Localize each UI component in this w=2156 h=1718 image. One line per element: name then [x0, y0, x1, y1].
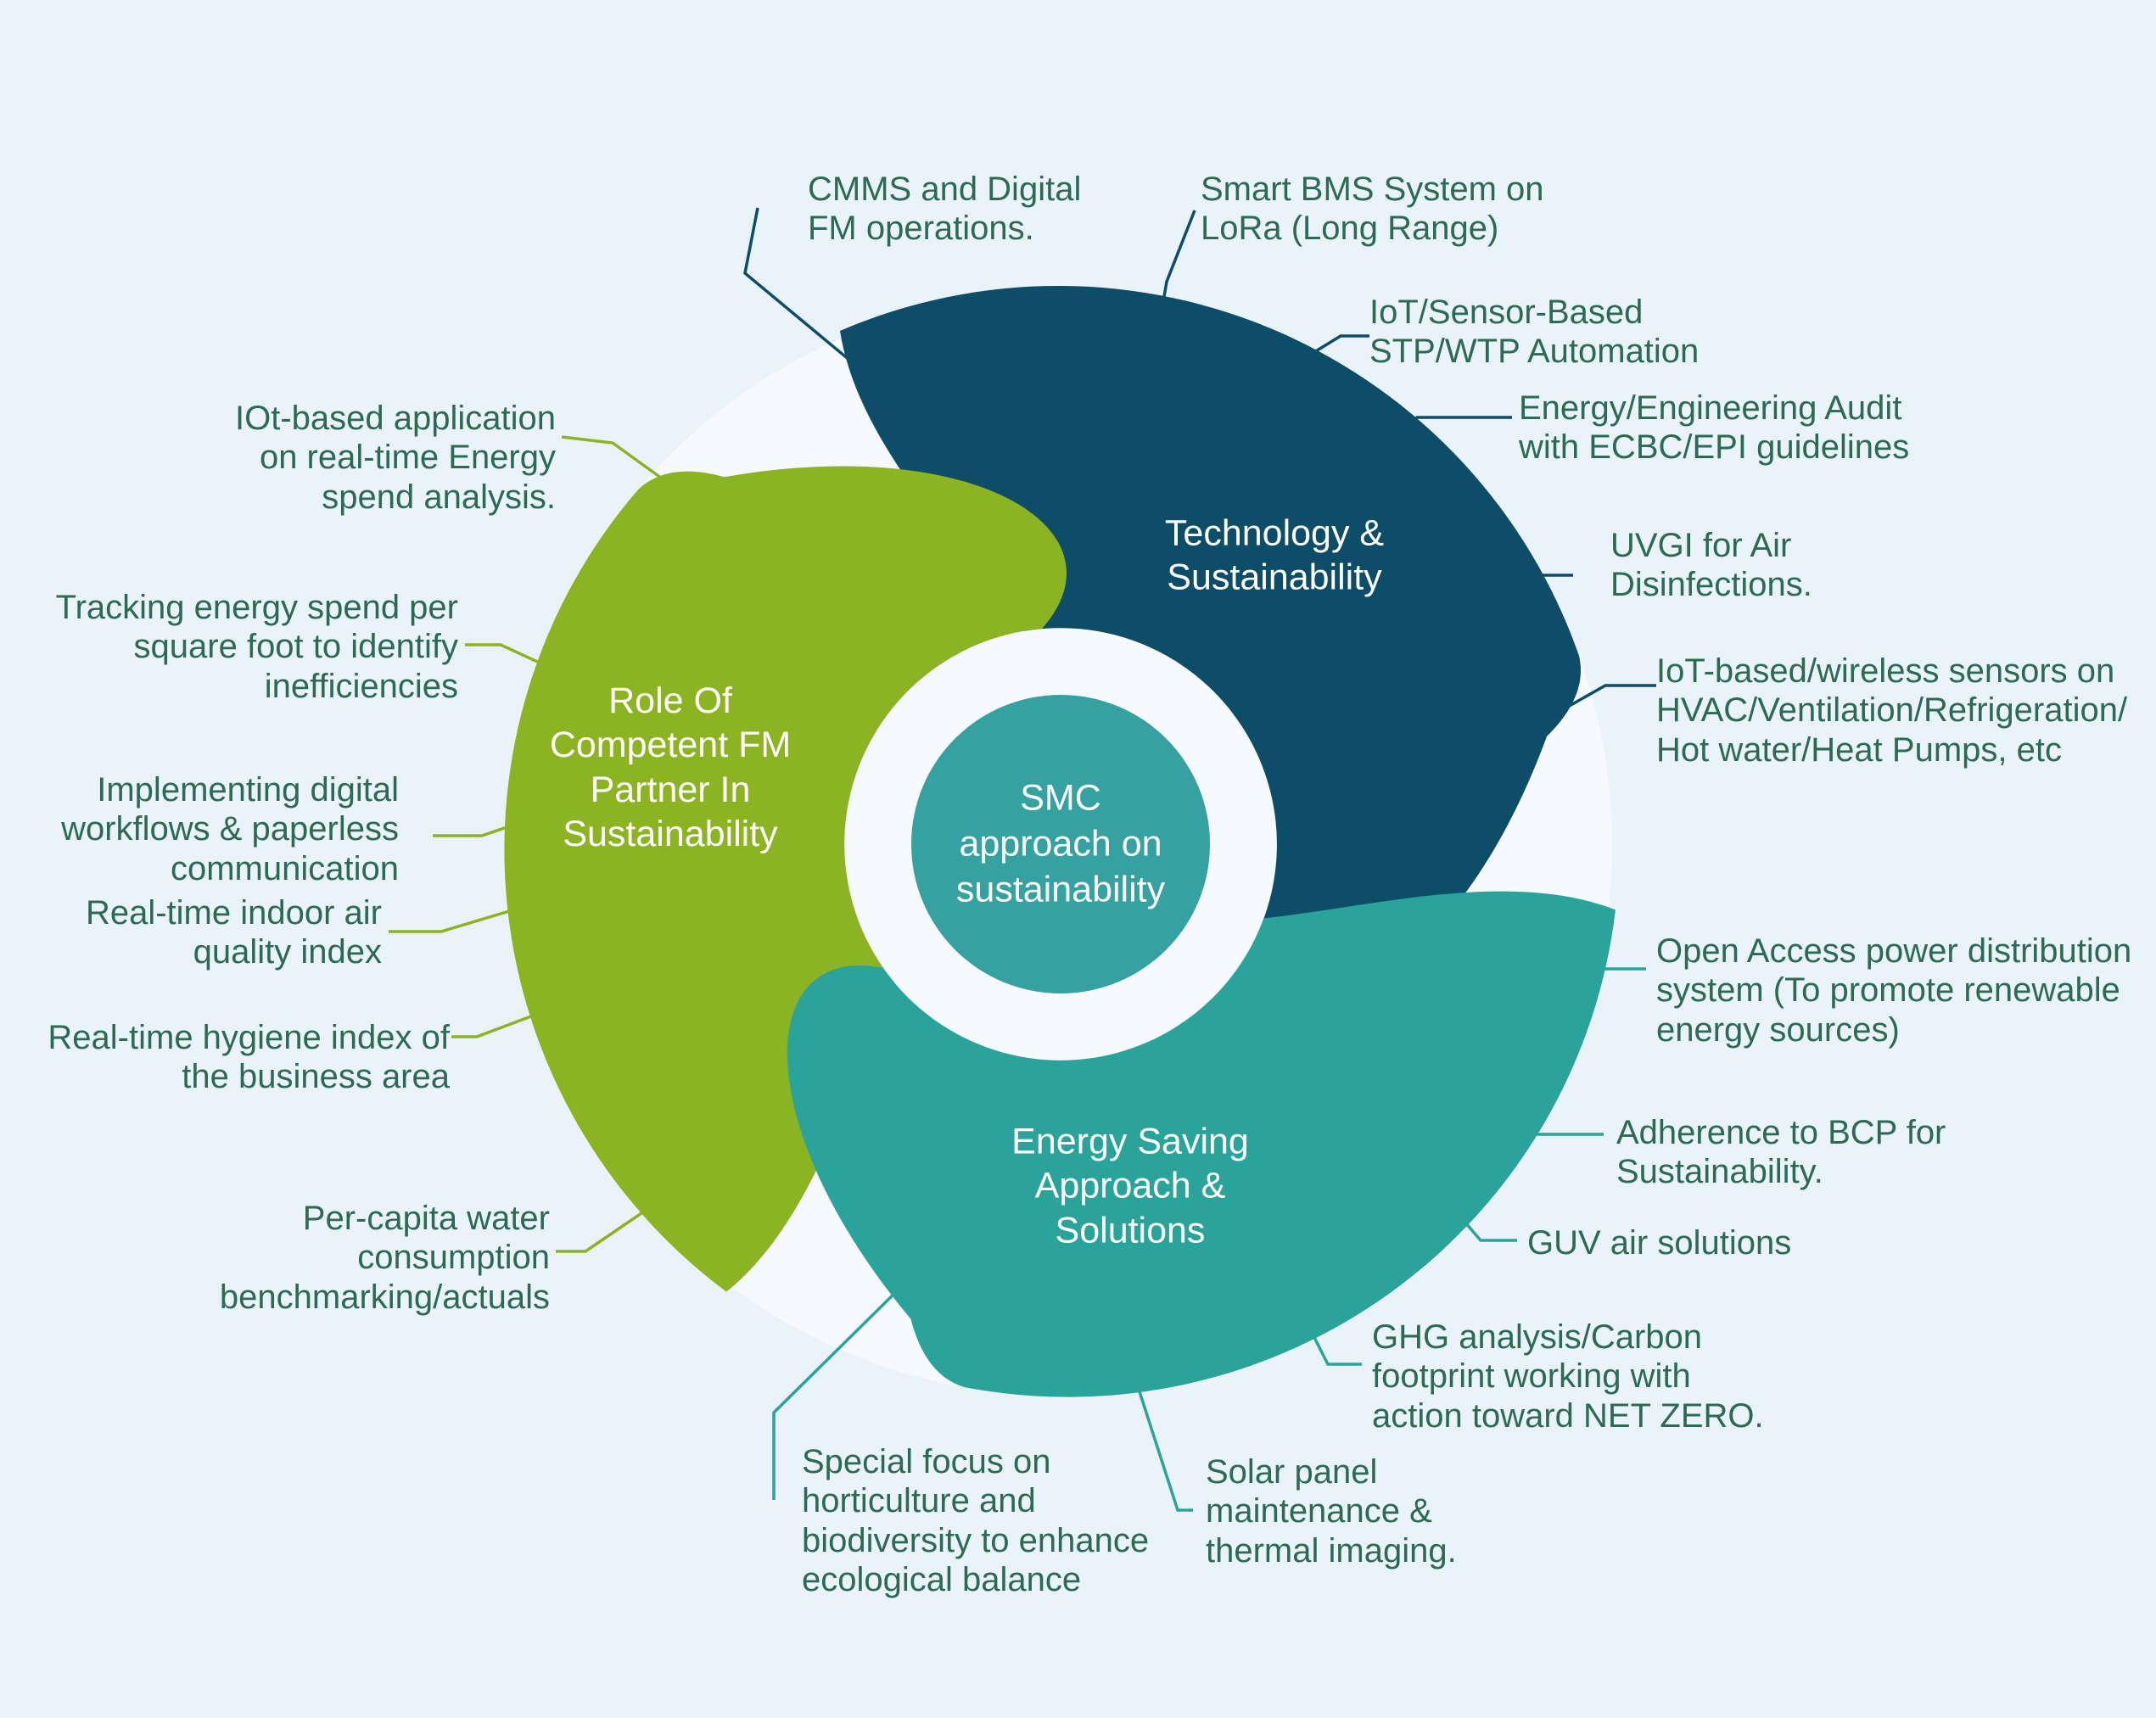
segment-title-energy-saving: Energy Saving Approach & Solutions	[1011, 1121, 1249, 1251]
label-solar: Solar panel maintenance & thermal imagin…	[1206, 1453, 1457, 1570]
label-tracking: Tracking energy spend per square foot to…	[55, 589, 458, 705]
leader-solar	[1127, 1357, 1193, 1512]
label-audit: Energy/Engineering Audit with ECBC/EPI g…	[1519, 389, 1910, 467]
segment-title-technology: Technology & Sustainability	[1164, 512, 1385, 598]
label-guv: GUV air solutions	[1527, 1224, 1792, 1262]
label-workflows: Implementing digital workflows & paperle…	[61, 771, 399, 887]
label-uvgi: UVGI for Air Disinfections.	[1610, 527, 1812, 604]
label-horticulture: Special focus on horticulture and biodiv…	[802, 1443, 1150, 1599]
label-stp-wtp: IoT/Sensor-Based STP/WTP Automation	[1369, 294, 1700, 371]
center-hub-circle	[911, 695, 1210, 993]
label-sensors: IoT-based/wireless sensors on HVAC/Venti…	[1656, 652, 2128, 769]
label-water: Per-capita water consumption benchmarkin…	[219, 1200, 550, 1316]
center-hub-text: SMC approach on sustainability	[955, 777, 1166, 909]
label-iot-application: IOt-based application on real-time Energ…	[234, 400, 556, 516]
label-hygiene: Real-time hygiene index of the business …	[48, 1019, 450, 1096]
label-bcp: Adherence to BCP for Sustainability.	[1616, 1114, 1946, 1191]
label-open-access: Open Access power distribution system (T…	[1656, 932, 2132, 1049]
label-ghg: GHG analysis/Carbon footprint working wi…	[1372, 1318, 1764, 1435]
leader-cmms	[743, 207, 867, 375]
label-smart-bms: Smart BMS System on LoRa (Long Range)	[1201, 171, 1544, 248]
label-cmms: CMMS and Digital FM operations.	[808, 171, 1082, 248]
label-air-quality: Real-time indoor air quality index	[85, 894, 382, 971]
segment-title-fm-partner: Role Of Competent FM Partner In Sustaina…	[549, 680, 792, 855]
